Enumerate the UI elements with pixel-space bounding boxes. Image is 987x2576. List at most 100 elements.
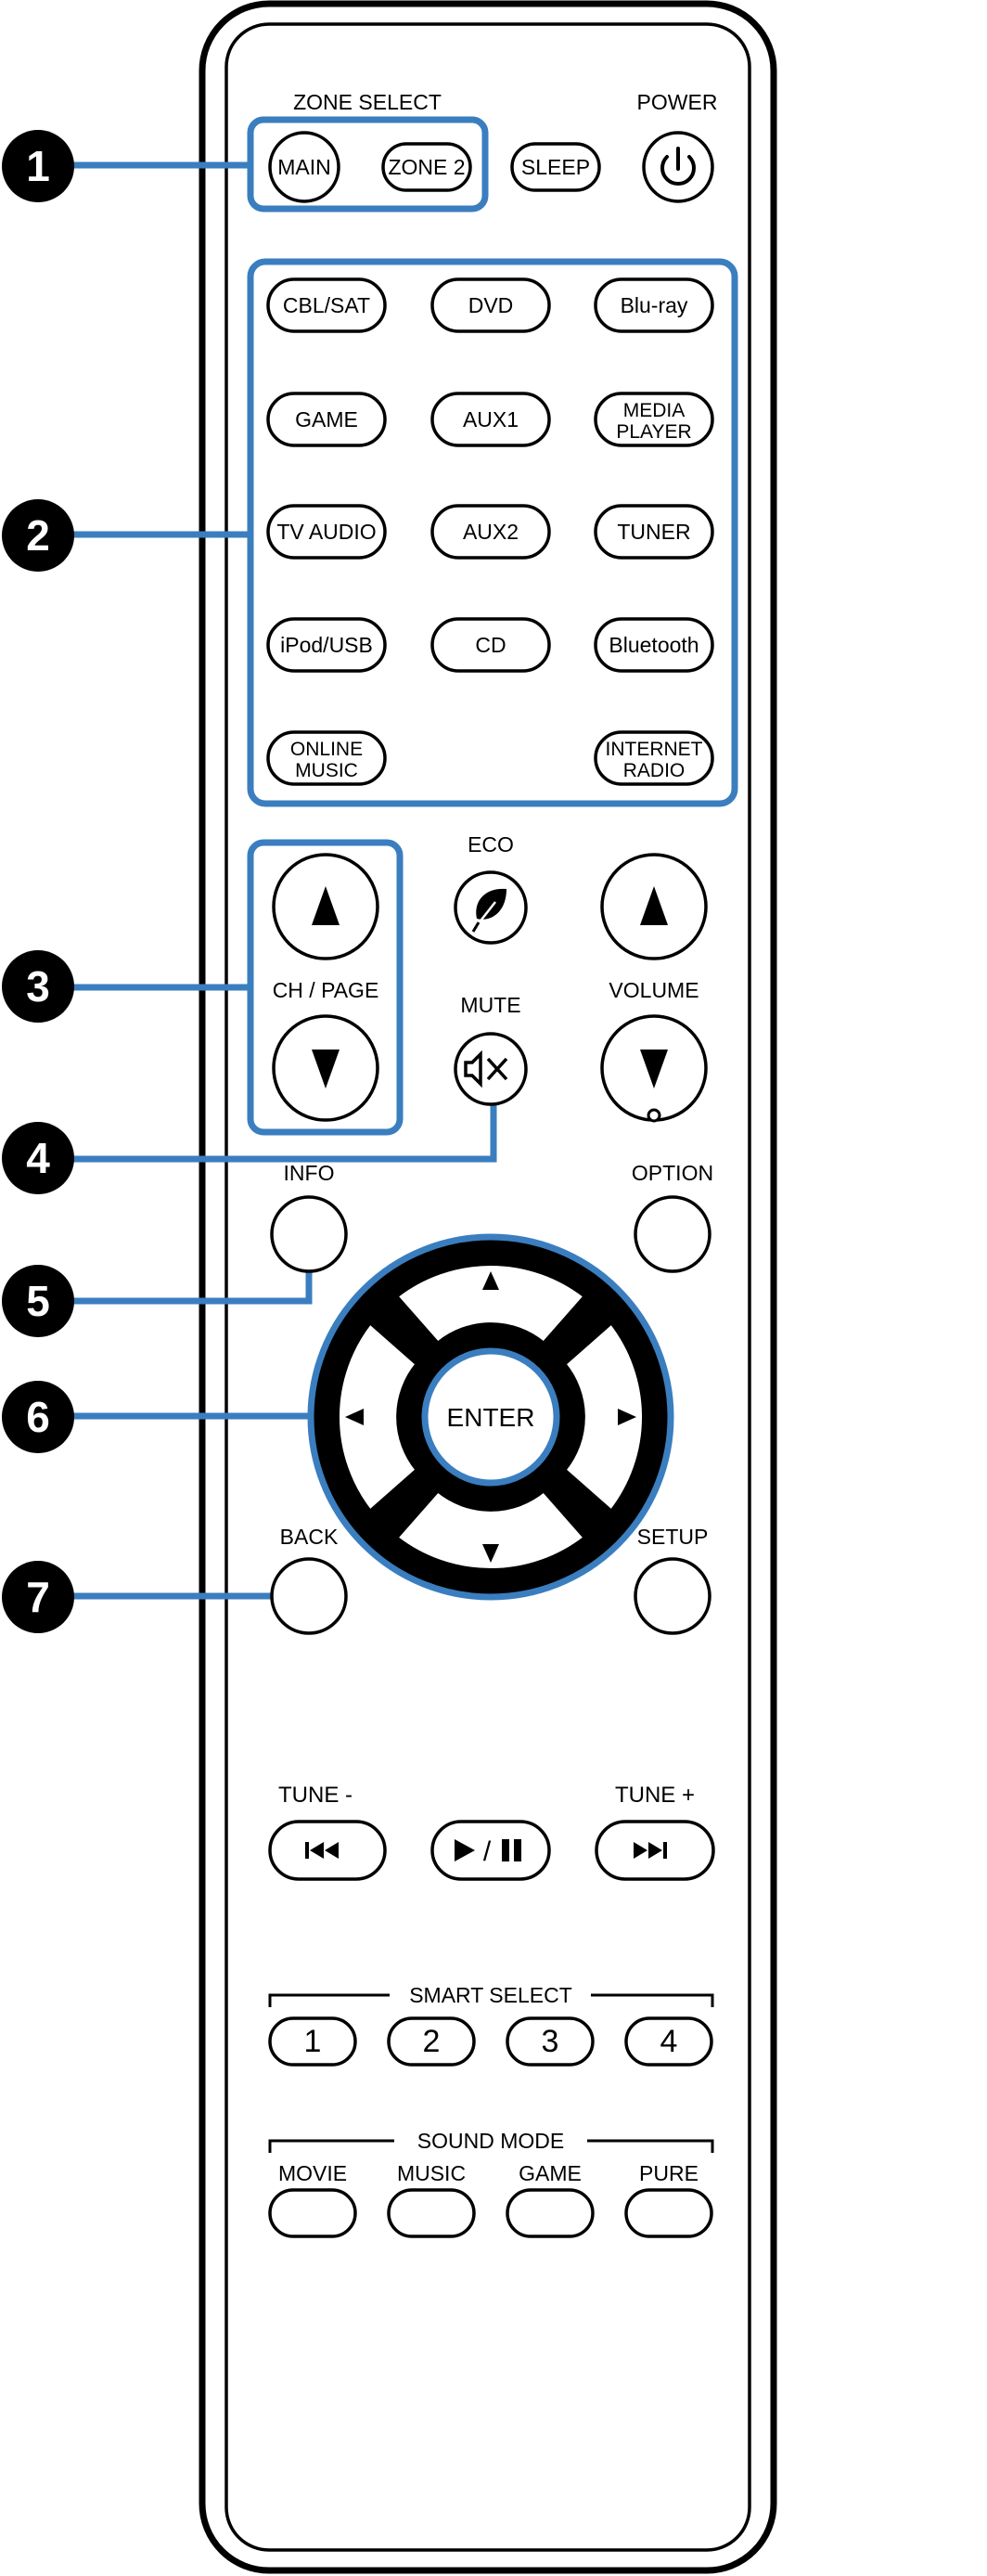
sound-mode-pure-button[interactable] bbox=[624, 2188, 713, 2238]
ch-page-frame bbox=[247, 839, 404, 1136]
svg-text:Blu-ray: Blu-ray bbox=[621, 293, 688, 317]
navigation-pad: ENTER bbox=[307, 1233, 674, 1601]
ch-page-down-button[interactable] bbox=[272, 1014, 379, 1122]
source-bluetooth-button[interactable]: Bluetooth bbox=[594, 617, 714, 673]
smart-select-3-button[interactable]: 3 bbox=[506, 2016, 595, 2067]
power-label: POWER bbox=[637, 90, 718, 114]
callout-leaders bbox=[65, 161, 497, 1600]
right-arrow-icon bbox=[618, 1409, 636, 1425]
svg-text:1: 1 bbox=[304, 2024, 322, 2059]
next-button[interactable] bbox=[595, 1820, 715, 1881]
option-label: OPTION bbox=[632, 1161, 713, 1185]
eco-label: ECO bbox=[468, 832, 514, 857]
volume-up-button[interactable] bbox=[600, 853, 708, 960]
svg-text:2: 2 bbox=[423, 2024, 441, 2059]
callout-3: 3 bbox=[2, 950, 74, 1023]
leaf-icon bbox=[471, 888, 506, 933]
play-icon bbox=[455, 1839, 475, 1861]
source-ipod-usb-button[interactable]: iPod/USB bbox=[266, 617, 387, 673]
volume-bottom-dot bbox=[647, 1108, 661, 1123]
power-button[interactable] bbox=[642, 131, 714, 203]
play-pause-button[interactable]: / bbox=[430, 1820, 551, 1881]
sound-mode-label: SOUND MODE bbox=[417, 2129, 564, 2153]
back-button[interactable] bbox=[270, 1557, 348, 1635]
source-game-button[interactable]: GAME bbox=[266, 392, 387, 447]
sound-mode-movie-button[interactable] bbox=[268, 2188, 357, 2238]
left-arrow-icon bbox=[345, 1409, 364, 1425]
enter-button[interactable] bbox=[421, 1347, 560, 1487]
sound-mode-movie-label: MOVIE bbox=[278, 2161, 347, 2185]
skip-forward-icon bbox=[634, 1842, 667, 1859]
sound-mode-pure-label: PURE bbox=[639, 2161, 699, 2185]
down-arrow-icon bbox=[482, 1544, 499, 1563]
down-arrow-icon bbox=[640, 1050, 668, 1088]
source-aux2-button[interactable]: AUX2 bbox=[430, 504, 551, 560]
main-button[interactable]: MAIN bbox=[268, 131, 340, 203]
eco-button[interactable] bbox=[454, 870, 528, 945]
nav-down-button[interactable] bbox=[394, 1488, 587, 1571]
option-button[interactable] bbox=[634, 1195, 711, 1273]
smart-select-bracket bbox=[268, 1993, 714, 2007]
zone-select-frame bbox=[247, 116, 489, 213]
mute-button[interactable] bbox=[454, 1032, 528, 1106]
svg-text:Bluetooth: Bluetooth bbox=[609, 633, 699, 657]
svg-text:iPod/USB: iPod/USB bbox=[280, 633, 373, 657]
svg-text:1: 1 bbox=[26, 142, 50, 190]
source-media-player-button[interactable]: MEDIA PLAYER bbox=[594, 392, 714, 447]
smart-select-label: SMART SELECT bbox=[409, 1983, 572, 2007]
smart-select-1-button[interactable]: 1 bbox=[268, 2016, 357, 2067]
svg-text:TUNER: TUNER bbox=[617, 520, 690, 544]
previous-button[interactable] bbox=[268, 1820, 387, 1881]
volume-down-button[interactable] bbox=[600, 1014, 708, 1122]
svg-text:RADIO: RADIO bbox=[623, 760, 686, 781]
callout-7: 7 bbox=[2, 1561, 74, 1633]
source-cbl-sat-button[interactable]: CBL/SAT bbox=[266, 277, 387, 333]
svg-text:7: 7 bbox=[26, 1573, 50, 1621]
smart-select-4-button[interactable]: 4 bbox=[624, 2016, 713, 2067]
up-arrow-icon bbox=[640, 886, 668, 925]
svg-text:MAIN: MAIN bbox=[277, 155, 331, 179]
pause-icon bbox=[502, 1839, 521, 1861]
source-tv-audio-button[interactable]: TV AUDIO bbox=[266, 504, 387, 560]
sound-mode-music-label: MUSIC bbox=[397, 2161, 466, 2185]
source-dvd-button[interactable]: DVD bbox=[430, 277, 551, 333]
nav-right-button[interactable] bbox=[562, 1320, 645, 1513]
play-pause-separator: / bbox=[483, 1836, 492, 1867]
up-arrow-icon bbox=[312, 886, 340, 925]
source-bluray-button[interactable]: Blu-ray bbox=[594, 277, 714, 333]
svg-text:AUX2: AUX2 bbox=[463, 520, 519, 544]
sound-mode-game-button[interactable] bbox=[506, 2188, 595, 2238]
sound-mode-music-button[interactable] bbox=[387, 2188, 476, 2238]
source-online-music-button[interactable]: ONLINE MUSIC bbox=[266, 730, 387, 786]
info-label: INFO bbox=[284, 1161, 335, 1185]
svg-text:AUX1: AUX1 bbox=[463, 407, 519, 431]
up-arrow-icon bbox=[482, 1271, 499, 1290]
ch-page-label: CH / PAGE bbox=[273, 978, 379, 1002]
source-cd-button[interactable]: CD bbox=[430, 617, 551, 673]
source-internet-radio-button[interactable]: INTERNET RADIO bbox=[594, 730, 714, 786]
nav-left-button[interactable] bbox=[337, 1320, 419, 1513]
zone-select-label: ZONE SELECT bbox=[293, 90, 442, 114]
smart-select-2-button[interactable]: 2 bbox=[387, 2016, 476, 2067]
info-button[interactable] bbox=[270, 1195, 348, 1273]
svg-text:4: 4 bbox=[26, 1134, 50, 1182]
svg-text:CD: CD bbox=[475, 633, 506, 657]
setup-button[interactable] bbox=[634, 1557, 711, 1635]
nav-up-button[interactable] bbox=[394, 1263, 587, 1346]
ch-page-up-button[interactable] bbox=[272, 853, 379, 960]
source-tuner-button[interactable]: TUNER bbox=[594, 504, 714, 560]
sleep-button[interactable]: SLEEP bbox=[510, 142, 601, 192]
remote-body-inner bbox=[224, 22, 751, 2552]
svg-text:3: 3 bbox=[26, 962, 50, 1011]
enter-label: ENTER bbox=[447, 1403, 535, 1432]
zone2-button[interactable]: ZONE 2 bbox=[381, 142, 472, 192]
svg-text:ONLINE: ONLINE bbox=[290, 739, 363, 760]
sound-mode-bracket bbox=[268, 2139, 714, 2153]
svg-text:DVD: DVD bbox=[468, 293, 514, 317]
setup-label: SETUP bbox=[637, 1525, 709, 1549]
callout-1: 1 bbox=[2, 130, 74, 202]
speaker-mute-icon bbox=[464, 1050, 508, 1088]
source-aux1-button[interactable]: AUX1 bbox=[430, 392, 551, 447]
svg-text:GAME: GAME bbox=[295, 407, 358, 431]
volume-label: VOLUME bbox=[609, 978, 699, 1002]
